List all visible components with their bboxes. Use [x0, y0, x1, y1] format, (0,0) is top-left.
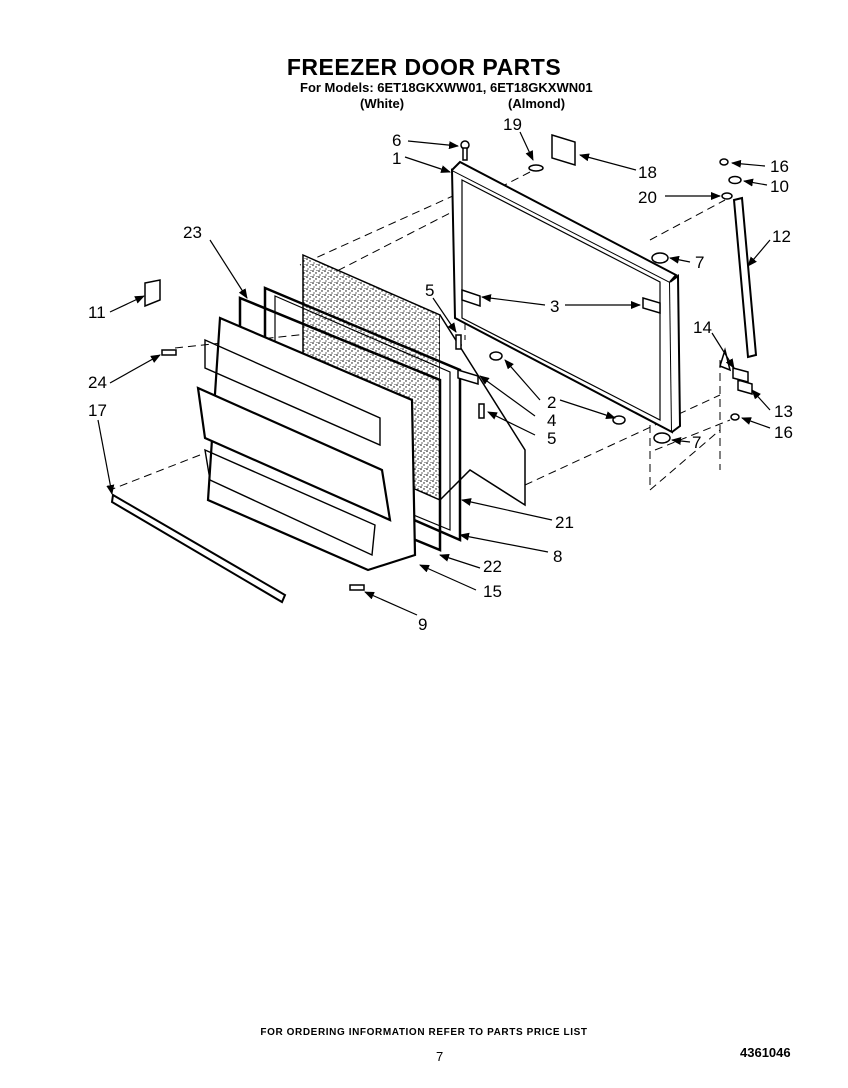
callout-numbers: 1 2 3 4 5 5 6 7 7 8 9 10 11 12 13 14 15 …: [88, 115, 793, 634]
callout-17: 17: [88, 401, 107, 420]
callout-22: 22: [483, 557, 502, 576]
door-frame: [450, 160, 682, 434]
callout-3: 3: [550, 297, 559, 316]
callout-1: 1: [392, 149, 401, 168]
callout-6: 6: [392, 131, 401, 150]
callout-14: 14: [693, 318, 712, 337]
callout-2: 2: [547, 393, 556, 412]
document-number: 4361046: [740, 1045, 791, 1060]
callout-12: 12: [772, 227, 791, 246]
callout-11: 11: [88, 303, 106, 322]
hinge-bar: [732, 196, 758, 359]
callout-8: 8: [553, 547, 562, 566]
callout-20: 20: [638, 188, 657, 207]
variant-almond-label: (Almond): [508, 96, 566, 111]
callout-16-upper: 16: [770, 157, 789, 176]
callout-7-upper: 7: [695, 253, 704, 272]
callout-19: 19: [503, 115, 522, 134]
callout-16-lower: 16: [774, 423, 793, 442]
page-title: FREEZER DOOR PARTS: [286, 54, 562, 80]
model-numbers: For Models: 6ET18GKXWW01, 6ET18GKXWN01: [300, 80, 593, 95]
callout-10: 10: [770, 177, 789, 196]
callout-4: 4: [547, 411, 556, 430]
leader-lines: [97, 131, 771, 616]
inner-door-liner: [196, 316, 417, 572]
callout-15: 15: [483, 582, 502, 601]
page-number: 7: [436, 1049, 444, 1064]
ordering-note: FOR ORDERING INFORMATION REFER TO PARTS …: [260, 1027, 588, 1038]
callout-9: 9: [418, 615, 427, 634]
callout-18: 18: [638, 163, 657, 182]
variant-white-label: (White): [360, 96, 405, 111]
callout-13: 13: [774, 402, 793, 421]
callout-23: 23: [183, 223, 202, 242]
callout-5-lower: 5: [547, 429, 556, 448]
callout-5-upper: 5: [425, 281, 434, 300]
bottom-trim-strip: [110, 493, 287, 604]
callout-21: 21: [555, 513, 574, 532]
callout-7-lower: 7: [692, 433, 701, 452]
callout-24: 24: [88, 373, 107, 392]
